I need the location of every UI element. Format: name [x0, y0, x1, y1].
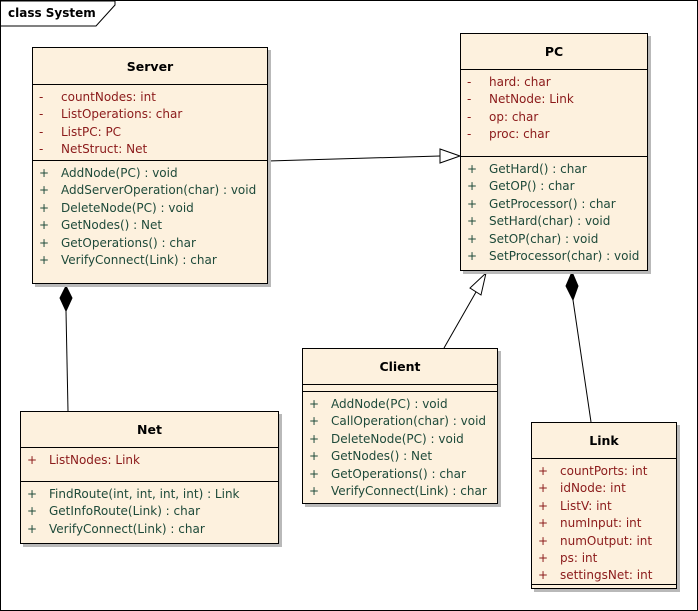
operations-section: +AddNode(PC) : void +AddServerOperation(… — [33, 161, 267, 269]
class-link[interactable]: Link +countPorts: int +idNode: int +List… — [531, 422, 677, 589]
class-name: Link — [532, 423, 676, 459]
operation: +DeleteNode(PC) : void — [309, 431, 464, 446]
attribute: -countNodes: int — [39, 90, 156, 104]
operation: +GetHard() : char — [467, 162, 587, 176]
operations-section: +GetHard() : char +GetOP() : char +GetPr… — [461, 157, 647, 265]
operation: +CallOperation(char) : void — [309, 414, 487, 429]
attributes-section: +countPorts: int +idNode: int +ListV: in… — [532, 459, 676, 585]
attribute: +numInput: int — [538, 516, 642, 531]
operation: +VerifyConnect(Link) : char — [27, 521, 205, 536]
operation: +GetProcessor() : char — [467, 196, 616, 211]
operation: +DeleteNode(PC) : void — [39, 200, 194, 215]
operation: +GetOP() : char — [467, 179, 575, 194]
composition-diamond-pc — [565, 270, 579, 302]
operation: +AddNode(PC) : void — [309, 397, 448, 411]
composition-pc-link[interactable] — [572, 299, 592, 423]
class-name: Net — [21, 412, 278, 448]
operation: +GetNodes() : Net — [39, 218, 163, 233]
class-client[interactable]: Client +AddNode(PC) : void +CallOperatio… — [302, 348, 498, 504]
attribute: +settingsNet: int — [538, 568, 653, 583]
class-name: Client — [303, 349, 497, 385]
attribute: +ps: int — [538, 550, 598, 565]
frame-title: class System — [8, 6, 96, 20]
generalization-client-pc[interactable] — [443, 291, 477, 349]
attribute: -ListOperations: char — [39, 107, 183, 122]
class-name: PC — [461, 34, 647, 70]
frame-tab — [1, 1, 116, 27]
attribute: +ListNodes: Link — [27, 453, 140, 467]
class-net[interactable]: Net +ListNodes: Link +FindRoute(int, int… — [20, 411, 279, 544]
operation: +VerifyConnect(Link) : char — [39, 252, 217, 267]
operation: +GetOperations() : char — [309, 466, 466, 481]
attributes-section — [303, 385, 497, 392]
attributes-section: -hard: char -NetNode: Link -op: char -pr… — [461, 70, 647, 157]
operation: +GetOperations() : char — [39, 235, 196, 250]
attribute: -NetNode: Link — [467, 92, 574, 107]
operation: +SetHard(char) : void — [467, 214, 611, 229]
composition-diamond-server — [59, 284, 73, 313]
operation: +GetNodes() : Net — [309, 449, 433, 464]
attribute: +countPorts: int — [538, 464, 648, 478]
operation: +VerifyConnect(Link) : char — [309, 483, 487, 498]
attributes-section: +ListNodes: Link — [21, 448, 278, 482]
composition-server-net[interactable] — [65, 310, 69, 412]
attribute: -NetStruct: Net — [39, 142, 148, 157]
operation: +GetInfoRoute(Link) : char — [27, 504, 201, 519]
association-server-pc[interactable] — [267, 155, 441, 162]
attribute: +idNode: int — [538, 481, 626, 496]
operation: +SetProcessor(char) : void — [467, 248, 640, 263]
class-pc[interactable]: PC -hard: char -NetNode: Link -op: char … — [460, 33, 648, 271]
operation: +SetOP(char) : void — [467, 231, 599, 246]
attribute: -proc: char — [467, 127, 550, 142]
operations-section: +FindRoute(int, int, int, int) : Link +G… — [21, 482, 278, 538]
operation: +AddNode(PC) : void — [39, 166, 178, 180]
attribute: -hard: char — [467, 75, 551, 89]
attributes-section: -countNodes: int -ListOperations: char -… — [33, 85, 267, 161]
attribute: +numOutput: int — [538, 533, 653, 548]
attribute: +ListV: int — [538, 498, 612, 513]
class-server[interactable]: Server -countNodes: int -ListOperations:… — [32, 47, 268, 284]
operations-section: +AddNode(PC) : void +CallOperation(char)… — [303, 392, 497, 500]
operation: +AddServerOperation(char) : void — [39, 183, 257, 198]
generalization-arrowhead — [439, 148, 462, 164]
operation: +FindRoute(int, int, int, int) : Link — [27, 487, 240, 501]
attribute: -ListPC: PC — [39, 124, 122, 139]
attribute: -op: char — [467, 109, 539, 124]
generalization-arrowhead — [469, 271, 487, 296]
class-name: Server — [33, 48, 267, 85]
